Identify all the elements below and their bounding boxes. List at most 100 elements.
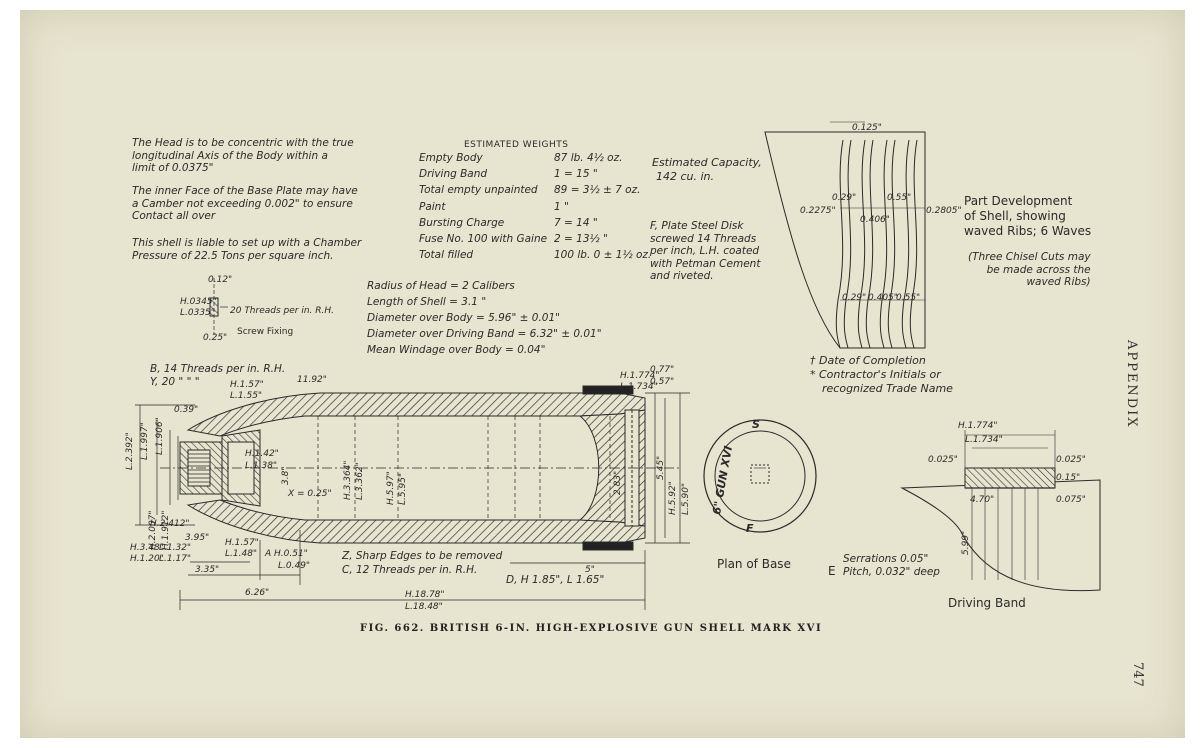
dim-label: H.1.42" xyxy=(245,449,279,459)
note-line: limit of 0.0375" xyxy=(132,162,214,174)
note-d-dim: D, H 1.85", L 1.65" xyxy=(506,574,605,586)
note-line: per inch, L.H. coated xyxy=(650,245,760,257)
dim-label: L.1.906" xyxy=(155,417,165,455)
weights-header: ESTIMATED WEIGHTS xyxy=(464,140,569,150)
note-head-concentric: The Head is to be concentric with the tr… xyxy=(132,137,354,175)
dim-label: 0.55" xyxy=(887,193,911,203)
weights-label: Total filled xyxy=(419,249,474,262)
dim-label: H.0345" xyxy=(180,297,217,307)
dim-label: L.1.17" xyxy=(159,554,191,564)
dim-label: L.5.95" xyxy=(398,473,408,505)
book-page: The Head is to be concentric with the tr… xyxy=(20,10,1185,738)
dim-label: 0.075" xyxy=(1056,495,1086,505)
dim-label: H.3.48" xyxy=(130,543,164,553)
dim-label: H.18.78" xyxy=(405,590,445,600)
dim-label: H.1.20" xyxy=(130,554,164,564)
note-sharp-edges: Z, Sharp Edges to be removed xyxy=(342,550,503,562)
plan-of-base-drawing xyxy=(703,419,817,533)
dim-label: L.0.49" xyxy=(278,561,310,571)
note-line: with Petman Cement xyxy=(650,257,761,270)
dim-label: H.1.774" xyxy=(620,371,660,381)
dim-label: 6.26" xyxy=(245,588,269,598)
weights-row: Driving Band 1 = 15 " xyxy=(419,168,651,184)
label-driving-band: Driving Band xyxy=(948,596,1026,610)
note-inner-face: The inner Face of the Base Plate may hav… xyxy=(132,185,358,223)
dim-label: 0.25" xyxy=(203,333,227,343)
note-line: 142 cu. in. xyxy=(656,170,715,183)
note-line: Pitch, 0.032" deep xyxy=(843,565,940,578)
dim-label: 3.8" xyxy=(281,467,291,485)
dim-label: 4.70" xyxy=(970,495,994,505)
note-part-development: Part Development of Shell, showing waved… xyxy=(964,194,1091,239)
weights-label: Driving Band xyxy=(419,168,488,181)
dim-label: 0.405" xyxy=(868,293,898,303)
dim-label: H.2.412" xyxy=(150,519,190,529)
dim-label: H.5.97" xyxy=(386,471,396,505)
dim-label: L.1.734" xyxy=(965,435,1003,445)
note-line: F, Plate Steel Disk xyxy=(650,220,744,232)
note-radius-block: Radius of Head = 2 Calibers Length of Sh… xyxy=(367,278,602,358)
dim-label: 5.45" xyxy=(656,456,666,480)
dim-label: 0.025" xyxy=(928,455,958,465)
driving-band-drawing xyxy=(900,430,1101,592)
note-line: screwed 14 Threads xyxy=(650,232,757,245)
weights-row: Empty Body 87 lb. 4½ oz. xyxy=(419,152,651,168)
note-estimated-capacity: Estimated Capacity, 142 cu. in. xyxy=(652,156,762,184)
dim-label: L.1.32" xyxy=(159,543,191,553)
part-development-drawing xyxy=(764,121,926,349)
note-line: (Three Chisel Cuts may xyxy=(968,251,1091,263)
note-line: Serrations 0.05" xyxy=(843,553,929,565)
label-plan-of-base: Plan of Base xyxy=(717,557,791,571)
figure-caption: FIG. 662. BRITISH 6-IN. HIGH-EXPLOSIVE G… xyxy=(360,623,823,634)
note-line: a Camber not exceeding 0.002" to ensure xyxy=(132,197,353,210)
dim-label: L.1.734" xyxy=(620,382,658,392)
shell-drawing: 0.125" 0.29" 0.55" 0.406" 0.2275" 0.2805… xyxy=(125,121,1101,612)
dim-label: H.1.912" xyxy=(161,510,171,550)
dim-label: L.1.55" xyxy=(230,391,262,401)
label-e: E xyxy=(828,564,836,578)
weights-label: Paint xyxy=(419,200,446,213)
shell-upper-wall xyxy=(186,392,646,437)
note-line: of Shell, showing xyxy=(964,209,1066,223)
note-line: longitudinal Axis of the Body within a xyxy=(132,149,328,162)
note-line: * Contractor's Initials or xyxy=(810,368,941,381)
note-liable: This shell is liable to set up with a Ch… xyxy=(132,237,361,262)
dim-label: H.3.364" xyxy=(343,460,353,500)
dim-label: 5" xyxy=(585,565,595,575)
dim-label: L.18.48" xyxy=(405,602,443,612)
dim-label: 0.2805" xyxy=(926,206,962,216)
note-y-threads: Y, 20 " " " xyxy=(150,376,200,388)
dim-label: 0.12" xyxy=(208,275,232,285)
note-completion: † Date of Completion * Contractor's Init… xyxy=(810,354,953,396)
note-line: and riveted. xyxy=(650,270,714,282)
note-line: recognized Trade Name xyxy=(822,382,953,395)
weights-value: 87 lb. 4½ oz. xyxy=(554,152,623,164)
driving-band-section xyxy=(582,385,634,395)
weights-label: Empty Body xyxy=(419,152,483,164)
shell-lower-wall xyxy=(186,499,646,544)
dim-label: 0.77" xyxy=(650,365,674,375)
note-plate-steel: F, Plate Steel Disk screwed 14 Threads p… xyxy=(650,220,760,283)
dim-label: 0.15" xyxy=(1056,473,1080,483)
note-line: Radius of Head = 2 Calibers xyxy=(367,280,515,292)
screw-fixing-detail xyxy=(209,278,228,335)
dim-label: L.1.48" xyxy=(225,549,257,559)
weights-value: 1 = 15 " xyxy=(554,168,598,181)
note-line: † Date of Completion xyxy=(810,354,926,367)
dim-label: 0.406" xyxy=(860,215,890,225)
note-line: Length of Shell = 3.1 " xyxy=(367,296,487,308)
dim-label: 0.29" xyxy=(842,293,866,303)
note-line: The inner Face of the Base Plate may hav… xyxy=(132,185,358,197)
dim-label: A H.0.51" xyxy=(264,549,308,559)
dim-label: 3.95" xyxy=(185,533,209,543)
dim-label: L.3.362" xyxy=(355,462,365,500)
weights-label: Total empty unpainted xyxy=(419,184,538,197)
note-line: Contact all over xyxy=(132,210,216,222)
note-line: The Head is to be concentric with the tr… xyxy=(132,137,354,149)
dim-label: 0.57" xyxy=(650,377,674,387)
note-line: This shell is liable to set up with a Ch… xyxy=(132,237,362,249)
